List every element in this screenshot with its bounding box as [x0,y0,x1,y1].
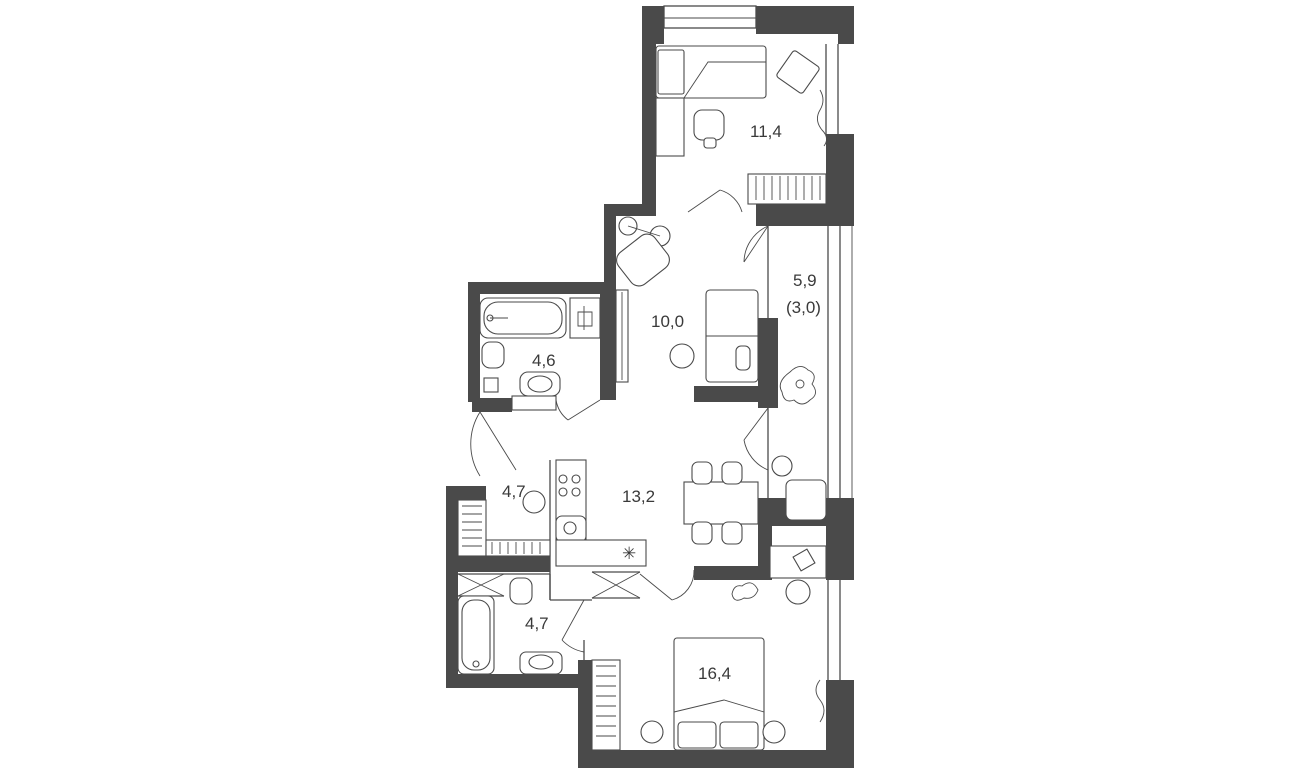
room-area-bath-lower: 4,7 [525,614,549,633]
room-area-living: 10,0 [651,312,684,331]
doors [470,189,769,653]
room-area-bedroom-large: 16,4 [698,664,731,683]
kitchen-furniture: ✳ [522,455,827,567]
bedroom-large-furniture [591,545,827,751]
room-area-bath-upper: 4,6 [532,351,556,370]
bedroom-small-furniture [655,45,827,205]
living-furniture [615,216,759,383]
svg-text:✳: ✳ [622,544,636,563]
hall-furniture [457,499,551,557]
balcony-decor [779,366,816,405]
room-area-kitchen: 13,2 [622,487,655,506]
bath-upper-fixtures [479,297,601,411]
bath-lower-fixtures [457,577,563,675]
room-area-hall: 4,7 [502,482,526,501]
walls [446,6,854,768]
room-area-balcony-sub: (3,0) [786,298,821,317]
room-labels: 11,4 5,9 (3,0) 10,0 4,6 13,2 4,7 4,7 16,… [502,122,821,683]
room-area-balcony: 5,9 [793,271,817,290]
room-area-bedroom-small: 11,4 [750,122,782,141]
thin-walls [457,5,853,680]
